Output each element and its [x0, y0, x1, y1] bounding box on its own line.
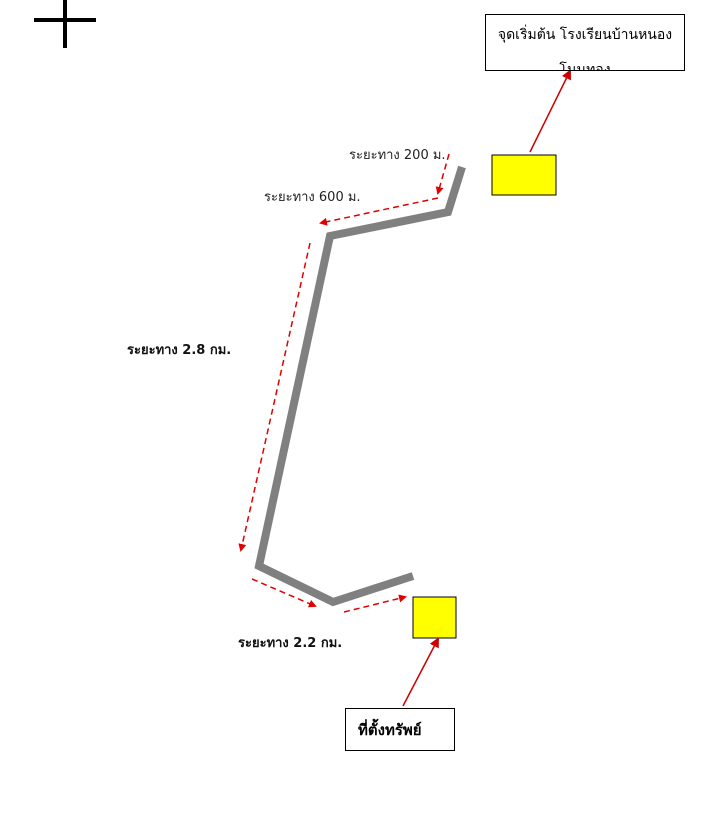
start-pointer-arrow	[529, 69, 571, 153]
start-point-label-line2: โนนทอง	[559, 62, 611, 71]
distance-label-2-8km: ระยะทาง 2.8 กม.	[127, 343, 232, 358]
property-pointer-arrow	[402, 637, 439, 707]
distance-arrow-2-2km-a	[251, 578, 317, 608]
distance-arrow-2-8km	[238, 242, 311, 552]
start-point-label: จุดเริ่มต้น โรงเรียนบ้านหนอง โนนทอง	[485, 14, 685, 71]
distance-label-2-2km: ระยะทาง 2.2 กม.	[238, 636, 343, 651]
distance-label-200m: ระยะทาง 200 ม.	[349, 148, 446, 163]
property-location-text: ที่ตั้งทรัพย์	[358, 721, 422, 739]
start-marker	[491, 154, 557, 196]
distance-arrow-2-2km-b	[343, 594, 407, 613]
north-cross-icon	[34, 0, 96, 48]
distance-label-600m: ระยะทาง 600 ม.	[264, 190, 361, 205]
distance-arrow-200m	[435, 153, 450, 195]
property-location-label: ที่ตั้งทรัพย์	[345, 708, 455, 751]
start-point-label-line1: จุดเริ่มต้น โรงเรียนบ้านหนอง	[497, 27, 673, 43]
road-route	[254, 165, 466, 607]
property-marker	[412, 596, 457, 639]
